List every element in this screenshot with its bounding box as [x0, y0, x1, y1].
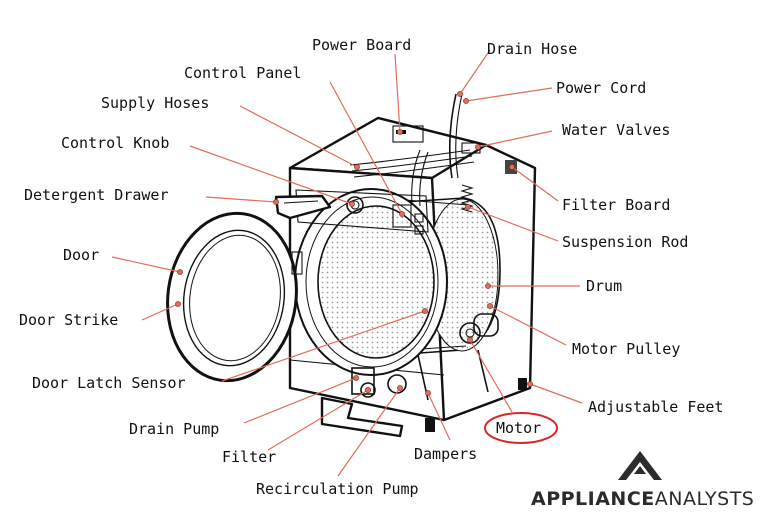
label-drain-hose: Drain Hose — [487, 40, 577, 58]
logo-mark-icon — [618, 451, 662, 480]
drum-opening — [294, 188, 448, 376]
label-motor-pulley: Motor Pulley — [572, 340, 680, 358]
label-drum: Drum — [586, 277, 622, 295]
label-control-panel: Control Panel — [184, 64, 301, 82]
label-water-valves: Water Valves — [562, 121, 670, 139]
motor-highlight — [484, 412, 558, 444]
brand-wordmark: APPLIANCEANALYSTS — [531, 488, 754, 510]
label-door-strike: Door Strike — [19, 311, 118, 329]
label-filter-board: Filter Board — [562, 196, 670, 214]
brand-logo: APPLIANCEANALYSTS — [531, 451, 754, 510]
label-control-knob: Control Knob — [61, 134, 169, 152]
label-supply-hoses: Supply Hoses — [101, 94, 209, 112]
label-adjustable-feet: Adjustable Feet — [588, 398, 723, 416]
label-motor: Motor — [496, 419, 541, 437]
leader-lines — [111, 49, 583, 477]
door-illustration — [166, 211, 303, 383]
label-dampers: Dampers — [414, 445, 477, 463]
label-drain-pump: Drain Pump — [129, 420, 219, 438]
label-power-cord: Power Cord — [556, 79, 646, 97]
label-door: Door — [63, 246, 99, 264]
washing-machine-illustration — [166, 93, 537, 438]
label-suspension-rod: Suspension Rod — [562, 233, 688, 251]
label-door-latch-sensor: Door Latch Sensor — [32, 374, 186, 392]
label-recirculation-pump: Recirculation Pump — [256, 480, 419, 498]
label-power-board: Power Board — [312, 36, 411, 54]
label-detergent-drawer: Detergent Drawer — [24, 186, 169, 204]
part-labels: Power Board Drain Hose Control Panel Pow… — [19, 36, 723, 498]
label-filter: Filter — [222, 448, 276, 466]
